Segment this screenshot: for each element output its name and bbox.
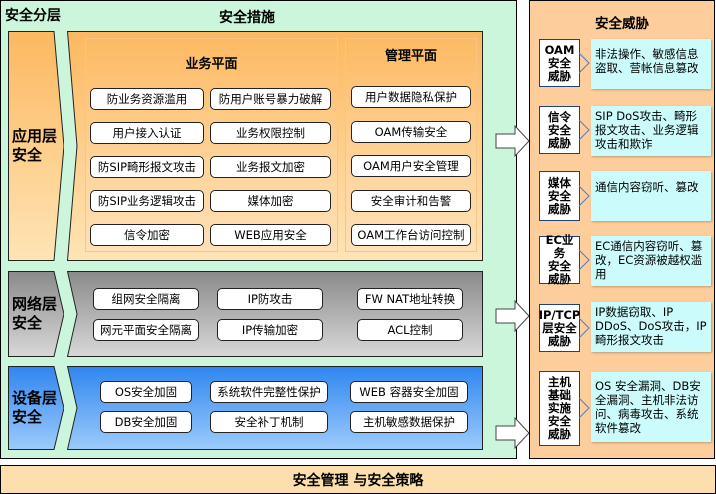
pointer-icon bbox=[579, 52, 590, 74]
threat-desc-host: OS 安全漏洞、DB安全漏洞、主机非法访问、病毒攻击、系统软件篡改 bbox=[591, 372, 711, 442]
application-layer-tag: 应用层 安全 bbox=[8, 31, 64, 261]
measure-permission-control: 业务权限控制 bbox=[210, 122, 331, 144]
business-plane: 业务平面 防业务资源滥用 防用户账号暴力破解 用户接入认证 业务权限控制 防SI… bbox=[85, 38, 338, 252]
threat-desc-oam: 非法操作、敏感信息盗取、营帐信息篡改 bbox=[591, 39, 711, 89]
network-layer-tag: 网络层 安全 bbox=[8, 271, 64, 357]
measure-patch-mechanism: 安全补丁机制 bbox=[210, 411, 328, 433]
threat-label-signaling-text: 信令 安全 威胁 bbox=[548, 109, 571, 150]
management-plane-title: 管理平面 bbox=[384, 49, 437, 64]
security-measures-panel: 安全分层 安全措施 应用层 安全 业务平面 bbox=[0, 0, 517, 459]
measure-anti-sip-malformed: 防SIP畸形报文攻击 bbox=[90, 156, 204, 178]
network-layer-body-shape bbox=[67, 271, 483, 357]
measure-user-data-privacy: 用户数据隐私保护 bbox=[351, 86, 471, 108]
measure-media-encryption: 媒体加密 bbox=[210, 190, 331, 212]
device-layer-label-line1: 设备层 bbox=[12, 389, 58, 407]
measure-oam-user-management: OAM用户安全管理 bbox=[351, 155, 471, 177]
measure-oam-access-control: OAM工作台访问控制 bbox=[351, 224, 471, 246]
device-layer-label: 设备层 安全 bbox=[12, 389, 57, 427]
pointer-icon bbox=[579, 249, 590, 271]
threat-desc-signaling: SIP DoS攻击、畸形报文攻击、业务逻辑攻击和欺诈 bbox=[591, 106, 711, 156]
measure-acl-control: ACL控制 bbox=[357, 319, 463, 341]
measure-fw-nat: FW NAT地址转换 bbox=[357, 288, 463, 310]
device-layer-tag: 设备层 安全 bbox=[8, 366, 64, 450]
threat-label-oam-text: OAM 安全 威胁 bbox=[544, 42, 575, 83]
security-measures-header: 安全措施 bbox=[219, 10, 275, 26]
threat-label-media: 媒体 安全 威胁 bbox=[539, 171, 580, 221]
network-layer-label-line1: 网络层 bbox=[12, 295, 58, 313]
pointer-icon bbox=[579, 317, 590, 339]
measure-web-container-hardening: WEB 容器安全加固 bbox=[350, 381, 468, 403]
measure-host-data-protection: 主机敏感数据保护 bbox=[350, 411, 468, 433]
measure-signaling-encryption: 信令加密 bbox=[90, 224, 204, 246]
application-layer-body: 业务平面 防业务资源滥用 防用户账号暴力破解 用户接入认证 业务权限控制 防SI… bbox=[67, 31, 483, 261]
threat-label-ec: EC业务 安全 威胁 bbox=[539, 233, 580, 286]
threat-label-oam: OAM 安全 威胁 bbox=[539, 39, 580, 87]
application-layer-label-line1: 应用层 bbox=[12, 127, 58, 145]
device-layer-body-shape bbox=[67, 366, 483, 450]
measure-ip-transport-encryption: IP传输加密 bbox=[217, 319, 323, 341]
measure-anti-resource-abuse: 防业务资源滥用 bbox=[90, 88, 204, 110]
business-plane-title: 业务平面 bbox=[185, 57, 238, 72]
measure-db-hardening: DB安全加固 bbox=[100, 411, 192, 433]
pointer-icon bbox=[579, 185, 590, 207]
security-threats-panel: 安全威胁 OAM 安全 威胁 非法操作、敏感信息盗取、营帐信息篡改 信令 安全 … bbox=[529, 0, 715, 459]
threat-label-media-text: 媒体 安全 威胁 bbox=[548, 175, 571, 216]
threat-label-host: 主机 基础 实施 安全 威胁 bbox=[539, 371, 580, 446]
management-plane: 管理平面 用户数据隐私保护 OAM传输安全 OAM用户安全管理 安全审计和告警 … bbox=[345, 38, 477, 252]
measure-message-encryption: 业务报文加密 bbox=[210, 156, 331, 178]
measure-ip-anti-attack: IP防攻击 bbox=[217, 288, 323, 310]
threat-label-signaling: 信令 安全 威胁 bbox=[539, 106, 580, 154]
threat-label-iptcp: IP/TCP 层安全 威胁 bbox=[539, 304, 580, 352]
measure-software-integrity: 系统软件完整性保护 bbox=[210, 381, 328, 403]
measure-ne-plane-isolation: 网元平面安全隔离 bbox=[93, 319, 199, 341]
measure-os-hardening: OS安全加固 bbox=[100, 381, 192, 403]
threat-desc-media: 通信内容窃听、篡改 bbox=[591, 171, 711, 221]
application-layer-label-line2: 安全 bbox=[12, 146, 43, 164]
pointer-icon bbox=[579, 119, 590, 141]
threat-label-ec-text: EC业务 安全 威胁 bbox=[545, 233, 574, 286]
threat-label-host-text: 主机 基础 实施 安全 威胁 bbox=[548, 375, 571, 441]
network-layer-label-line2: 安全 bbox=[12, 314, 43, 332]
measure-oam-transport-security: OAM传输安全 bbox=[351, 121, 471, 143]
application-layer-tag-shape bbox=[8, 31, 64, 261]
security-management-policy-title: 安全管理 与安全策略 bbox=[292, 472, 424, 489]
security-layers-header: 安全分层 bbox=[5, 8, 61, 24]
measure-network-isolation: 组网安全隔离 bbox=[93, 288, 199, 310]
security-management-policy-bar: 安全管理 与安全策略 bbox=[0, 465, 716, 494]
measure-audit-alarm: 安全审计和告警 bbox=[351, 190, 471, 212]
measure-web-app-security: WEB应用安全 bbox=[210, 224, 331, 246]
network-layer-tag-shape bbox=[8, 271, 64, 357]
measure-anti-brute-force: 防用户账号暴力破解 bbox=[210, 88, 331, 110]
network-layer-label: 网络层 安全 bbox=[12, 295, 57, 333]
arrow-right-icon bbox=[495, 417, 530, 449]
threat-desc-iptcp: IP数据窃取、IP DDoS、DoS攻击，IP畸形报文攻击 bbox=[591, 302, 711, 352]
device-layer-tag-shape bbox=[8, 366, 64, 450]
device-layer-label-line2: 安全 bbox=[12, 408, 43, 426]
pointer-icon bbox=[579, 397, 590, 419]
measure-anti-sip-logic: 防SIP业务逻辑攻击 bbox=[90, 190, 204, 212]
arrow-right-icon bbox=[495, 125, 530, 157]
measure-user-auth: 用户接入认证 bbox=[90, 122, 204, 144]
security-threats-title: 安全威胁 bbox=[595, 16, 649, 32]
arrow-right-icon bbox=[495, 300, 530, 332]
network-layer-body: 组网安全隔离 IP防攻击 FW NAT地址转换 网元平面安全隔离 IP传输加密 … bbox=[67, 271, 483, 357]
application-layer-label: 应用层 安全 bbox=[12, 127, 57, 165]
threat-label-iptcp-text: IP/TCP 层安全 威胁 bbox=[538, 307, 581, 348]
threat-desc-ec: EC通信内容窃听、篡改，EC资源被越权滥用 bbox=[591, 236, 711, 286]
device-layer-body: OS安全加固 系统软件完整性保护 WEB 容器安全加固 DB安全加固 安全补丁机… bbox=[67, 366, 483, 450]
